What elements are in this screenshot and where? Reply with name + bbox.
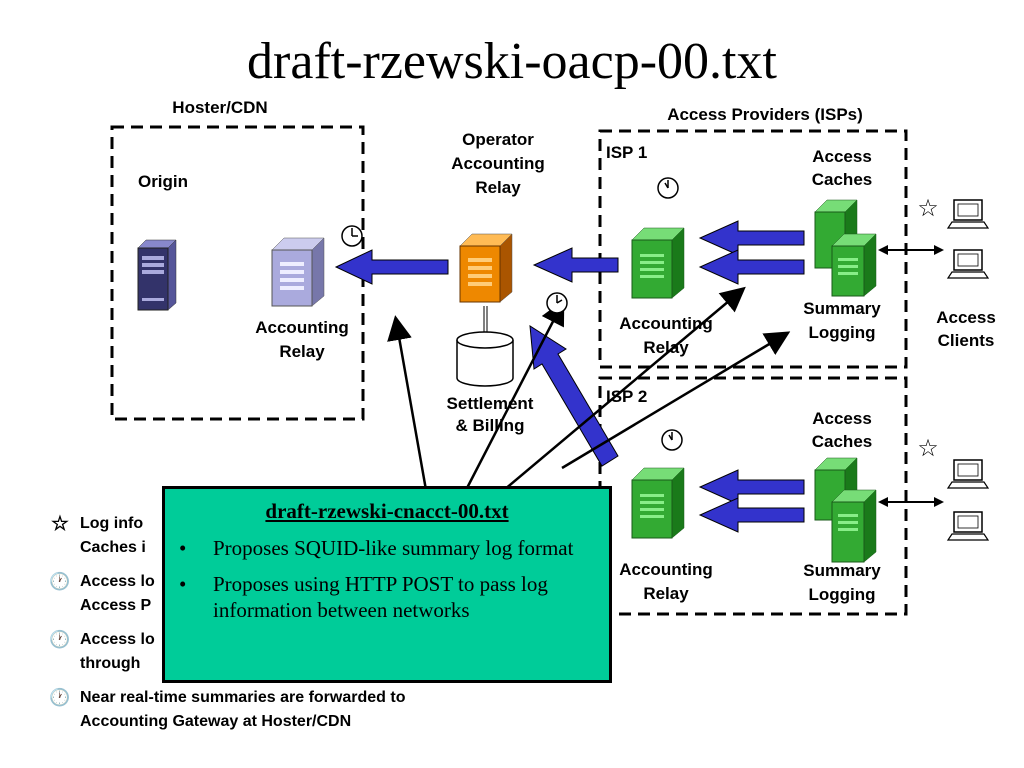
callout-title: draft-rzewski-cnacct-00.txt — [265, 499, 509, 523]
page-title: draft-rzewski-oacp-00.txt — [247, 33, 777, 90]
double-arrow-icon — [878, 497, 944, 507]
star-icon: ☆ — [917, 434, 939, 462]
isp2-relay-label-1: Accounting — [619, 560, 713, 579]
operator-label-3: Relay — [475, 178, 521, 197]
list-item: •Proposes SQUID-like summary log format — [179, 536, 574, 560]
client-computer-icon — [946, 249, 990, 279]
hoster-cdn-box — [110, 125, 365, 421]
isp1-summary-label-1: Summary — [803, 299, 881, 318]
star-icon: ☆ — [51, 513, 69, 535]
isp1-cache-servers-icon — [814, 199, 877, 297]
hoster-relay-label-1: Accounting — [255, 318, 349, 337]
clock-icon — [341, 225, 363, 247]
blue-arrow-icon — [698, 220, 805, 256]
clock-icon — [546, 292, 568, 314]
settlement-label-1: Settlement — [446, 394, 534, 413]
isp1-relay-server-icon — [631, 227, 685, 299]
legend-text: Near real-time summaries are forwarded t… — [80, 689, 406, 730]
isp2-box — [598, 376, 908, 616]
operator-relay-server-icon — [459, 233, 513, 303]
isp2-summary-label-2: Logging — [808, 585, 876, 604]
isp2-cache-servers-icon — [814, 457, 877, 563]
settlement-label-2: & Billing — [455, 416, 525, 435]
clients-label-2: Clients — [937, 331, 995, 350]
clock-icon: 🕐 — [49, 630, 71, 649]
isp2-caches-label-1: Access — [812, 409, 872, 428]
clock-icon — [657, 177, 679, 199]
isp1-label: ISP 1 — [606, 143, 648, 162]
isp1-caches-label-2: Caches — [811, 170, 873, 189]
blue-arrow-icon — [698, 497, 805, 533]
blue-arrow-icon — [532, 247, 619, 283]
isp2-relay-label-2: Relay — [643, 584, 689, 603]
isps-group-label: Access Providers (ISPs) — [667, 105, 863, 124]
isp2-relay-server-icon — [631, 467, 685, 539]
hoster-relay-server-icon — [271, 237, 325, 307]
client-computer-icon — [946, 459, 990, 489]
isp1-relay-label-2: Relay — [643, 338, 689, 357]
operator-label-2: Accounting — [451, 154, 545, 173]
hoster-cdn-label: Hoster/CDN — [172, 98, 268, 117]
settlement-database-icon — [456, 331, 514, 387]
clock-icon: 🕐 — [49, 572, 71, 591]
client-computer-icon — [946, 511, 990, 541]
blue-arrow-icon — [698, 469, 805, 505]
isp2-label: ISP 2 — [606, 387, 648, 406]
bullet-icon: • — [179, 536, 187, 560]
operator-label-1: Operator — [462, 130, 534, 149]
blue-arrow-icon — [334, 249, 449, 285]
clock-icon: 🕐 — [49, 688, 71, 707]
hoster-relay-label-2: Relay — [279, 342, 325, 361]
isp1-relay-label-1: Accounting — [619, 314, 713, 333]
double-arrow-icon — [878, 245, 944, 255]
draft-callout-box: draft-rzewski-cnacct-00.txt •Proposes SQ… — [162, 486, 612, 683]
blue-arrow-icon — [698, 249, 805, 285]
clients-label-1: Access — [936, 308, 996, 327]
origin-server-icon — [137, 239, 177, 311]
isp2-summary-label-1: Summary — [803, 561, 881, 580]
isp2-caches-label-2: Caches — [811, 432, 873, 451]
list-item: •Proposes using HTTP POST to pass log in… — [179, 572, 548, 622]
client-computer-icon — [946, 199, 990, 229]
callout-list: •Proposes SQUID-like summary log format … — [165, 535, 609, 623]
bullet-icon: • — [179, 572, 187, 596]
isp1-summary-label-2: Logging — [808, 323, 876, 342]
isp1-caches-label-1: Access — [812, 147, 872, 166]
origin-label: Origin — [137, 172, 189, 191]
star-icon: ☆ — [917, 194, 939, 222]
clock-icon — [661, 429, 683, 451]
